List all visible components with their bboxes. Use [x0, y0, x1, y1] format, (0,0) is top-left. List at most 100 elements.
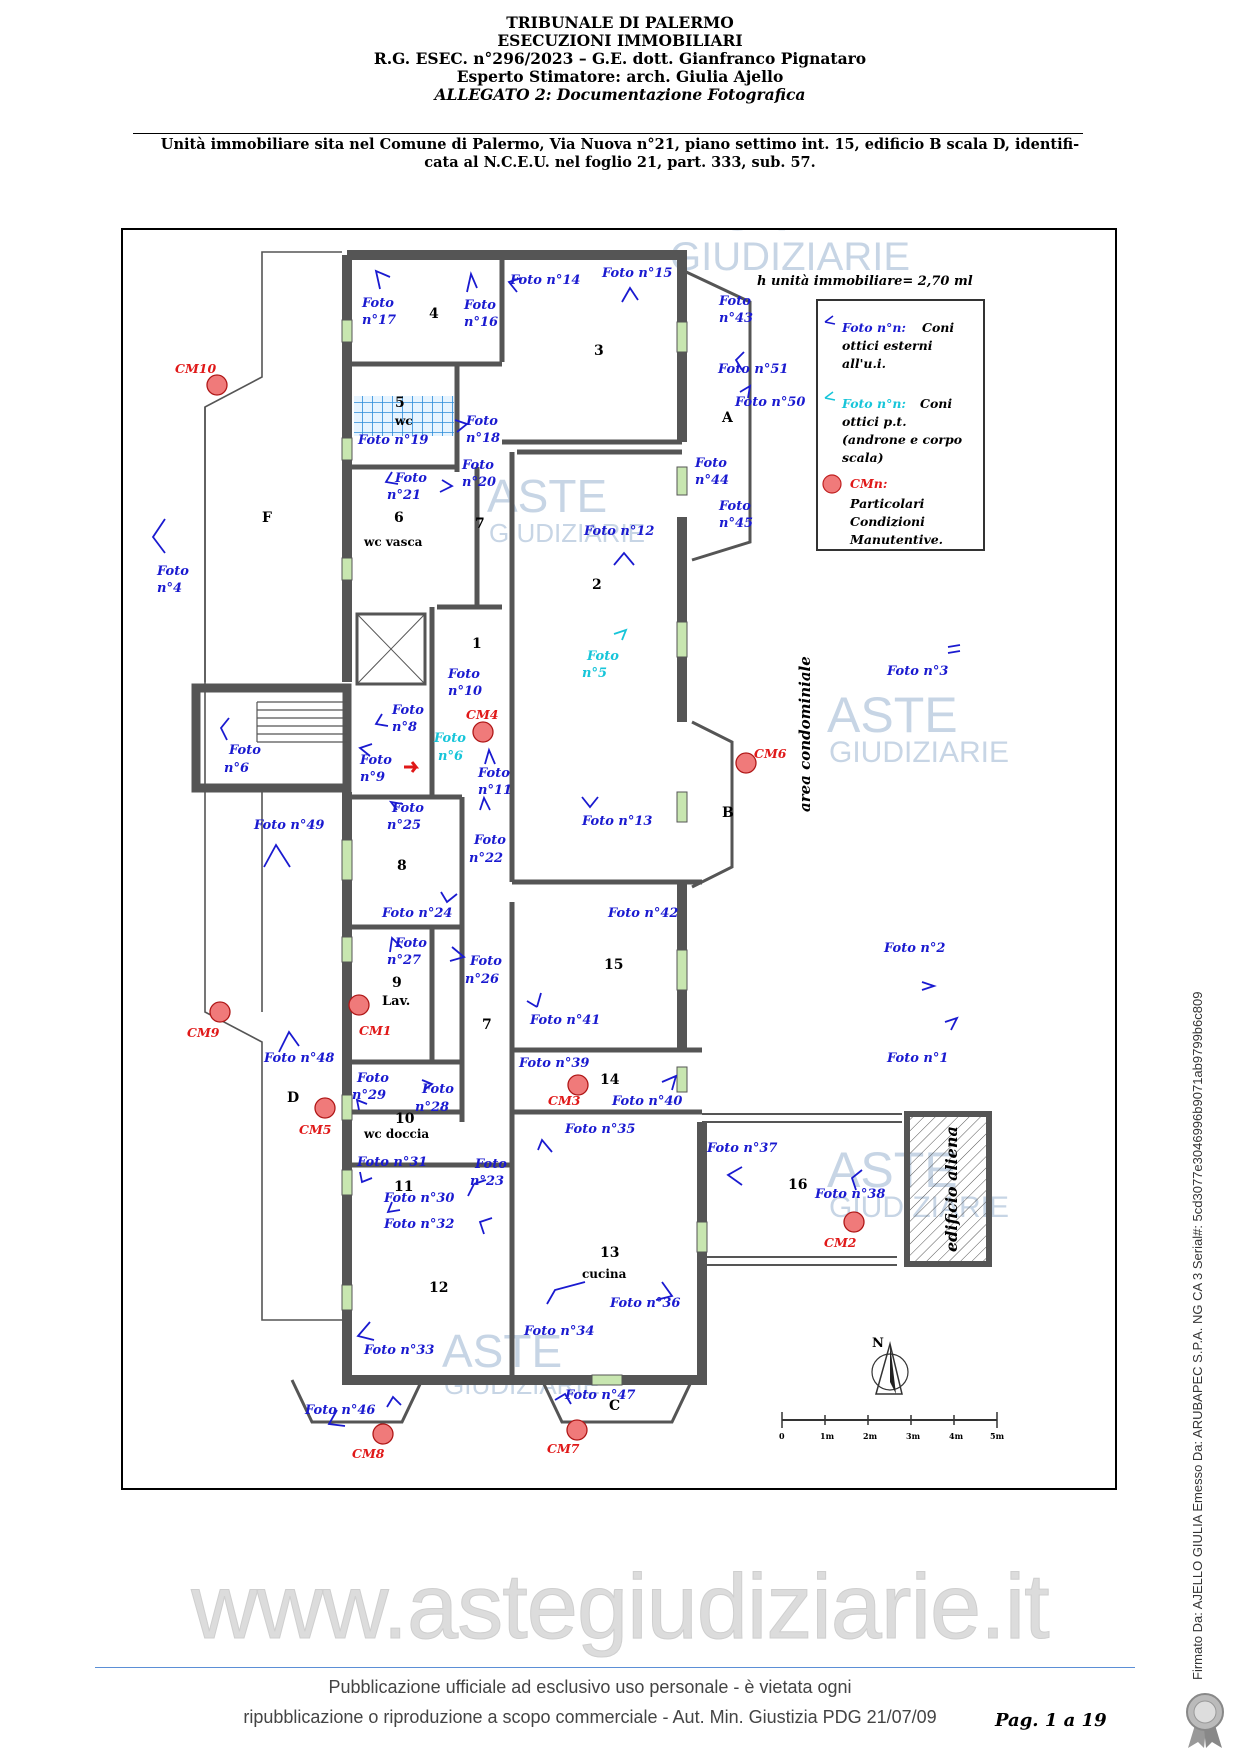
photo-22: n°22 — [469, 851, 503, 866]
legend: Foto n°n: Coni ottici esterni all'u.i. F… — [816, 299, 985, 551]
photo-31: Foto n°31 — [356, 1155, 427, 1170]
footer-divider — [95, 1667, 1135, 1668]
photo-2: Foto n°2 — [883, 941, 945, 956]
room-1: 1 — [472, 636, 482, 652]
svg-text:Foto: Foto — [473, 833, 506, 848]
photo-18: n°18 — [466, 431, 500, 446]
room-7-lower: 7 — [482, 1017, 492, 1033]
svg-text:Foto: Foto — [474, 1157, 507, 1172]
photo-46: Foto n°46 — [304, 1403, 375, 1418]
svg-text:GIUDIZIARIE: GIUDIZIARIE — [670, 235, 910, 279]
room-13: 13 — [600, 1245, 619, 1261]
photo-33: Foto n°33 — [363, 1343, 434, 1358]
cm-dot-7 — [566, 1419, 588, 1441]
svg-text:Foto: Foto — [461, 458, 494, 473]
photo-17: n°17 — [362, 313, 396, 328]
cm-label-9: CM9 — [187, 1025, 220, 1040]
photo-27: n°27 — [387, 953, 421, 968]
svg-text:GIUDIZIARIE: GIUDIZIARIE — [829, 736, 1009, 769]
photo-26: n°26 — [465, 972, 499, 987]
svg-text:Foto: Foto — [718, 294, 751, 309]
unit-description-line2: cata al N.C.E.U. nel foglio 21, part. 33… — [424, 154, 816, 171]
svg-text:Foto: Foto — [694, 456, 727, 471]
legend-cm-text3: Manutentive. — [849, 532, 943, 547]
cm-dot-4 — [472, 721, 494, 743]
svg-text:Foto: Foto — [394, 471, 427, 486]
svg-text:Foto: Foto — [356, 1071, 389, 1086]
ribbon-seal-icon — [1186, 1693, 1224, 1748]
cm-label-10: CM10 — [175, 361, 216, 376]
room-15: 15 — [604, 957, 623, 973]
room-C: C — [609, 1398, 620, 1414]
adjacent-building — [904, 1111, 992, 1267]
cm-dot-6 — [735, 752, 757, 774]
photo-20: n°20 — [462, 475, 496, 490]
footer-line1: Pubblicazione ufficiale ad esclusivo uso… — [328, 1677, 852, 1697]
photo-24: Foto n°24 — [381, 906, 452, 921]
photo-23: n°23 — [470, 1174, 504, 1189]
cm-dot-10 — [206, 374, 228, 396]
room-10: 10 — [395, 1111, 415, 1127]
photo-3: Foto n°3 — [886, 664, 948, 679]
height-note: h unità immobiliare= 2,70 ml — [757, 274, 973, 289]
photo-16: n°16 — [464, 315, 498, 330]
photo-12: Foto n°12 — [583, 524, 654, 539]
photo-labels: Foto n°17 Foto n°16 Foto n°18 Foto n°20 Foto… — [156, 294, 753, 1189]
photo-6: n°6 — [224, 761, 249, 776]
room-8: 8 — [397, 858, 407, 874]
view-cones — [151, 269, 961, 1427]
photo-32: Foto n°32 — [383, 1217, 454, 1232]
footer-notice: Pubblicazione ufficiale ad esclusivo uso… — [180, 1672, 1000, 1732]
room-5: 5 — [395, 395, 405, 411]
photo-47: Foto n°47 — [564, 1388, 635, 1403]
room-labels: 1 2 3 4 5 wc 6 wc vasca 7 7 8 9 Lav. 10 … — [262, 306, 807, 1414]
photo-39: Foto n°39 — [518, 1056, 589, 1071]
room-6-type: wc vasca — [363, 535, 423, 549]
photo-37: Foto n°37 — [706, 1141, 777, 1156]
watermark-url: www.astegiudiziarie.it — [191, 1556, 1050, 1659]
photo-30: Foto n°30 — [383, 1191, 454, 1206]
legend-cyan-key: Foto n°n: — [841, 396, 906, 411]
room-9-type: Lav. — [382, 994, 410, 1009]
svg-text:Foto: Foto — [394, 936, 427, 951]
room-6: 6 — [394, 510, 404, 526]
room-A: A — [721, 410, 734, 426]
photo-48: Foto n°48 — [263, 1051, 334, 1066]
scale-1: 1m — [820, 1431, 835, 1441]
photo-labels-inline: Foto n°14 Foto n°15 Foto n°19 Foto n°51 … — [253, 266, 948, 1418]
cm-markers: CM10 CM4 CM6 CM1 CM9 CM3 CM5 CM2 CM8 CM7 — [175, 361, 865, 1461]
cm-dot-5 — [314, 1097, 336, 1119]
room-4: 4 — [429, 306, 439, 322]
header-divider — [133, 133, 1083, 134]
cm-label-7: CM7 — [547, 1441, 580, 1456]
photo-43: n°43 — [719, 311, 753, 326]
area-condominiale-label: area condominiale — [796, 656, 814, 812]
entrance-arrow-icon — [404, 761, 420, 773]
wc-tiles — [354, 396, 454, 436]
photo-6-cyan: n°6 — [438, 749, 463, 764]
legend-blue-text2: ottici esterni — [842, 338, 933, 353]
svg-text:Foto: Foto — [469, 954, 502, 969]
photo-11: n°11 — [478, 783, 512, 798]
court-name: TRIBUNALE DI PALERMO — [506, 13, 734, 32]
stair-core — [191, 612, 427, 793]
photo-36: Foto n°36 — [609, 1296, 680, 1311]
photo-51: Foto n°51 — [717, 362, 788, 377]
svg-text:Foto: Foto — [228, 743, 261, 758]
photo-15: Foto n°15 — [601, 266, 672, 281]
photo-10: n°10 — [448, 684, 482, 699]
cm-dot-8 — [372, 1423, 394, 1445]
north-label: N — [872, 1336, 884, 1351]
room-2: 2 — [592, 577, 602, 593]
legend-cyan-text2: ottici p.t. — [842, 414, 907, 429]
photo-45: n°45 — [719, 516, 753, 531]
svg-text:Foto: Foto — [433, 731, 466, 746]
legend-cm-key: CMn: — [850, 476, 888, 491]
svg-text:ASTE: ASTE — [827, 687, 958, 743]
svg-text:Foto: Foto — [391, 801, 424, 816]
cm-dot-3 — [567, 1074, 589, 1096]
document-header: TRIBUNALE DI PALERMO ESECUZIONI IMMOBILI… — [0, 14, 1240, 104]
photo-25: n°25 — [387, 818, 421, 833]
photo-1: Foto n°1 — [886, 1051, 948, 1066]
scale-2: 2m — [863, 1431, 878, 1441]
